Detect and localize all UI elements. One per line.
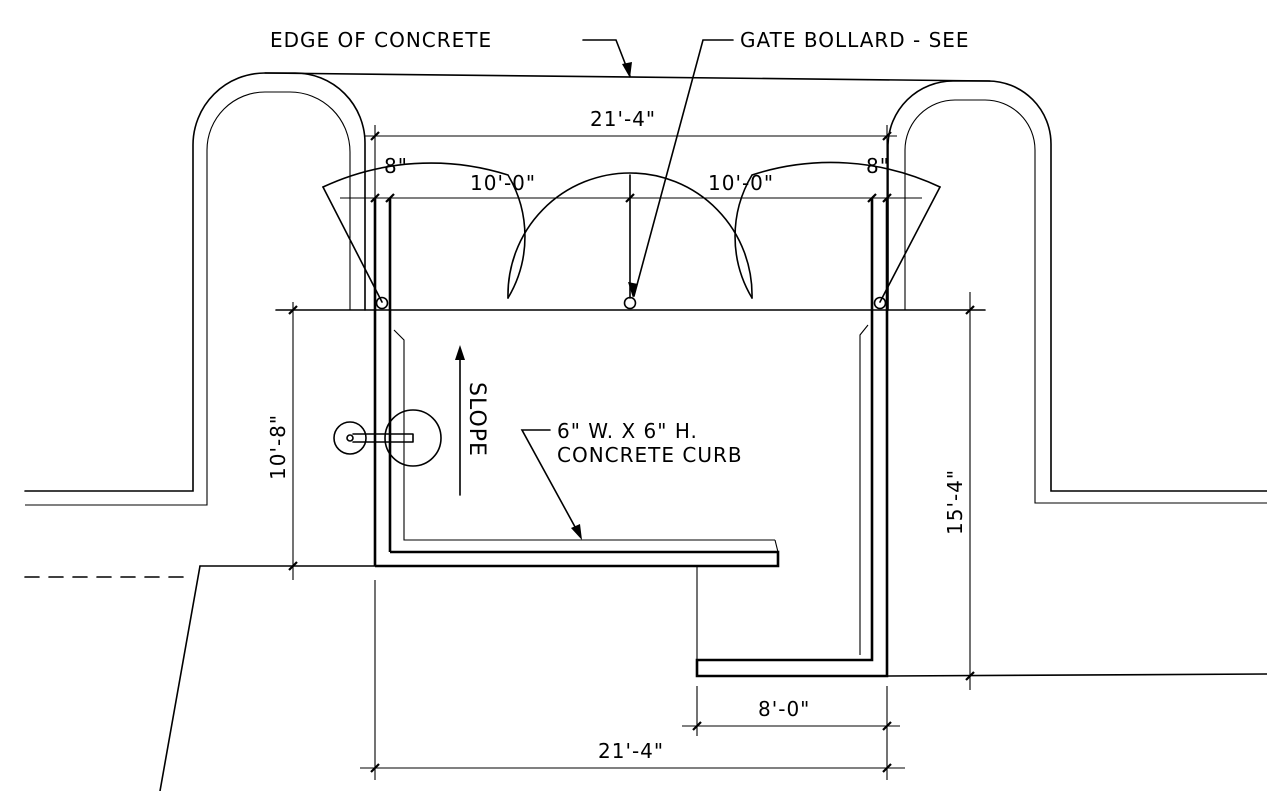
dim-gate-left: 10'-0" bbox=[470, 171, 536, 195]
leader-gate-bollard bbox=[633, 39, 734, 297]
dim-left-offset: 8" bbox=[384, 154, 408, 178]
drain-small-circle bbox=[333, 421, 367, 455]
leader-lower-left bbox=[159, 565, 201, 791]
label-curb-line1: 6" W. X 6" H. bbox=[557, 419, 698, 443]
dim-top-overall: 21'-4" bbox=[590, 107, 656, 131]
dim-gate-right: 10'-0" bbox=[708, 171, 774, 195]
drain-large-circle bbox=[384, 409, 442, 467]
enclosure-right-wall bbox=[695, 198, 889, 678]
label-edge-of-concrete: EDGE OF CONCRETE bbox=[270, 28, 492, 52]
lower-edge-right bbox=[886, 673, 1267, 677]
concrete-edge-outer bbox=[24, 72, 366, 492]
dim-opening-width: 8'-0" bbox=[758, 697, 810, 721]
bollard-right bbox=[873, 296, 887, 310]
label-gate-bollard: GATE BOLLARD - SEE bbox=[740, 28, 970, 52]
dim-bottom-overall: 21'-4" bbox=[598, 739, 664, 763]
leader-curb-arrowhead bbox=[571, 524, 582, 540]
concrete-edge-right-inner-bottom bbox=[1034, 491, 1267, 504]
dim-right-offset: 8" bbox=[866, 154, 890, 178]
label-curb-line2: CONCRETE CURB bbox=[557, 443, 743, 467]
concrete-edge-top bbox=[264, 72, 991, 82]
concrete-edge-right-inner bbox=[904, 99, 1036, 491]
concrete-edge-inner bbox=[25, 91, 351, 506]
drain-bar bbox=[352, 433, 414, 443]
curb-left-inner bbox=[393, 329, 775, 541]
leader-gate-arrowhead bbox=[628, 282, 638, 298]
leader-edge-of-concrete bbox=[582, 39, 631, 77]
gate-swing-left-leaf bbox=[322, 186, 383, 303]
gate-swing-right-arc bbox=[734, 161, 941, 299]
gate-swing-left-arc bbox=[322, 162, 526, 299]
curb-end bbox=[774, 539, 779, 553]
bollard-left bbox=[375, 296, 389, 310]
dim-right-depth: 15'-4" bbox=[943, 469, 967, 535]
bollard-center bbox=[623, 296, 637, 310]
enclosure-bottom-wall bbox=[375, 550, 780, 568]
leader-edge-arrowhead bbox=[622, 62, 632, 78]
dim-left-depth: 10'-8" bbox=[266, 414, 290, 480]
curb-right-inner bbox=[859, 324, 869, 655]
slope-arrow-head bbox=[455, 345, 465, 360]
gate-swing-right-leaf bbox=[879, 186, 941, 303]
leader-curb bbox=[520, 429, 581, 537]
drain-dot bbox=[346, 434, 354, 442]
gate-swing-mid-arc bbox=[507, 172, 753, 299]
slope-label: SLOPE bbox=[464, 382, 489, 457]
concrete-edge-right-outer bbox=[887, 80, 1267, 492]
